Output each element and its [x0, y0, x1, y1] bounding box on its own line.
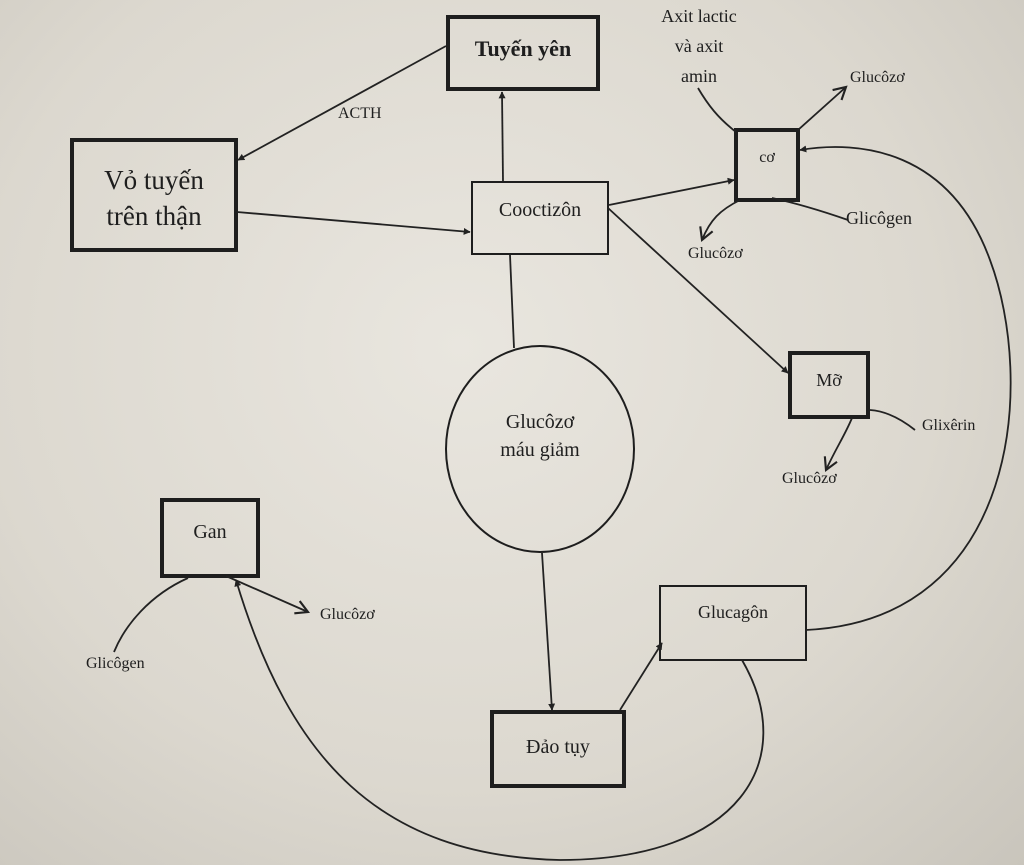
box-dao-tuy — [490, 710, 626, 788]
label-vo-tuyen-line2: trên thận — [106, 201, 202, 231]
arrow-co-to-glucozo — [797, 85, 848, 131]
arrow-ellipse-to-dao-tuy — [541, 552, 556, 711]
label-glucagon: Glucagôn — [698, 602, 768, 622]
curve-glucagon-to-gan — [234, 579, 765, 861]
label-axit-line3: amin — [681, 66, 717, 86]
label-glucozo-mo: Glucôzơ — [782, 470, 837, 487]
box-mo — [788, 351, 870, 419]
label-glicogen-co: Glicôgen — [846, 208, 912, 228]
arrow-tuyen-yen-to-vo — [237, 45, 447, 161]
arrow-mo-to-glucozo — [823, 417, 853, 473]
label-gan: Gan — [193, 521, 227, 543]
arrow-co-to-glucozo-down — [699, 199, 741, 243]
label-mo: Mỡ — [816, 370, 842, 390]
curve-axit-to-co — [697, 87, 737, 133]
label-axit-line2: và axit — [674, 36, 724, 56]
arrow-cooctizon-to-co — [608, 177, 735, 206]
label-glucozo-mau-line1: Glucôzơ — [505, 411, 575, 433]
label-glucozo-gan: Glucôzơ — [320, 606, 375, 623]
box-tuyen-yen — [446, 15, 600, 91]
box-co — [734, 128, 800, 202]
label-glicogen-gan: Glicôgen — [86, 655, 145, 672]
box-gan — [160, 498, 260, 578]
label-acth: ACTH — [338, 105, 382, 122]
label-cooctizon: Cooctizôn — [498, 199, 582, 221]
label-glucozo-mau-line2: máu giảm — [500, 439, 580, 461]
arrow-dao-tuy-to-glucagon — [619, 642, 663, 711]
curve-glicogen-to-gan — [113, 577, 189, 653]
arrow-cooctizon-to-mo — [607, 207, 789, 374]
curve-glicogen-to-co — [771, 197, 849, 221]
box-glucagon — [659, 585, 807, 661]
label-tuyen-yen: Tuyến yên — [474, 36, 572, 61]
label-glucozo-co-down: Glucôzơ — [688, 245, 743, 262]
label-co: cơ — [759, 149, 775, 166]
label-glixerin: Glixêrin — [922, 417, 976, 434]
label-axit-line1: Axit lactic — [661, 6, 737, 26]
connector-cooctizon-ellipse — [509, 254, 515, 349]
arrow-gan-to-glucozo — [225, 575, 311, 615]
arrow-vo-to-cooctizon — [236, 211, 471, 235]
ellipse-glucozo-mau-giam — [445, 345, 635, 553]
box-cooctizon — [471, 181, 609, 255]
curve-glucagon-to-co — [799, 145, 1012, 631]
curve-glixerin-to-mo — [869, 409, 916, 431]
label-glucozo-co-out: Glucôzơ — [850, 69, 905, 86]
label-dao-tuy: Đảo tụy — [526, 736, 590, 758]
arrow-cooctizon-to-tuyen-yen — [498, 91, 506, 182]
label-vo-tuyen-line1: Vỏ tuyến — [104, 165, 204, 195]
box-vo-tuyen-tren-than — [70, 138, 238, 252]
